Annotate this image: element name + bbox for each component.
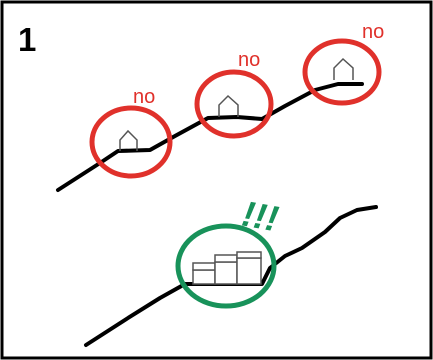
exclaim-label: !!!: [239, 193, 282, 240]
upper-slope-line: [56, 82, 364, 192]
no-label: no: [362, 21, 384, 43]
reject-circle: [89, 105, 173, 179]
house-icon: [218, 94, 239, 117]
house-icon: [333, 57, 354, 80]
panel-number: 1: [18, 21, 36, 58]
reject-circle: [302, 38, 382, 106]
reject-circle: [194, 69, 274, 139]
approve-circle: [175, 223, 277, 309]
no-label: no: [238, 49, 260, 71]
no-label: no: [133, 86, 155, 108]
building-icon: [192, 251, 262, 285]
house-icon: [119, 129, 138, 151]
lower-slope-line: [84, 205, 378, 347]
